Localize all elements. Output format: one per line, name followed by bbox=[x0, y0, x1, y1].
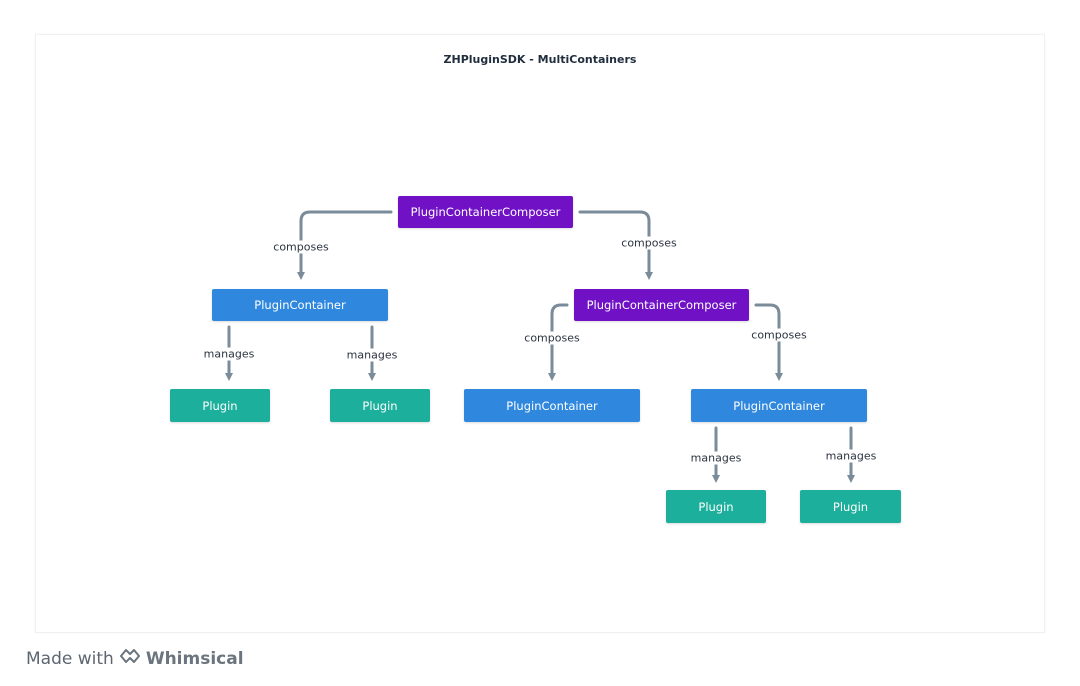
node-mid-container[interactable]: PluginContainer bbox=[464, 389, 640, 422]
node-plugin[interactable]: Plugin bbox=[800, 490, 901, 523]
whimsical-brand[interactable]: Whimsical bbox=[145, 648, 244, 669]
node-left-container[interactable]: PluginContainer bbox=[212, 289, 388, 321]
node-right-container[interactable]: PluginContainer bbox=[691, 389, 867, 422]
diagram-title: ZHPluginSDK - MultiContainers bbox=[443, 53, 637, 66]
footer: Made with Whimsical bbox=[26, 648, 244, 669]
node-plugin[interactable]: Plugin bbox=[330, 389, 430, 422]
edge-composes-3 bbox=[548, 303, 569, 381]
edge-label-composes: composes bbox=[618, 236, 680, 250]
edge-label-manages: manages bbox=[822, 449, 880, 463]
node-right-composer[interactable]: PluginContainerComposer bbox=[574, 289, 749, 321]
edge-composes-2 bbox=[578, 210, 653, 280]
node-plugin[interactable]: Plugin bbox=[170, 389, 270, 422]
whimsical-logo-icon bbox=[119, 648, 140, 669]
edge-composes-1 bbox=[297, 210, 393, 280]
edge-label-manages: manages bbox=[343, 348, 401, 362]
edge-label-composes: composes bbox=[270, 240, 332, 254]
made-with-label: Made with bbox=[26, 648, 114, 669]
edge-label-manages: manages bbox=[687, 451, 745, 465]
node-root-composer[interactable]: PluginContainerComposer bbox=[398, 196, 573, 228]
edge-label-manages: manages bbox=[200, 347, 258, 361]
edge-label-composes: composes bbox=[748, 328, 810, 342]
edge-label-composes: composes bbox=[521, 331, 583, 345]
edge-composes-4 bbox=[754, 303, 783, 381]
node-plugin[interactable]: Plugin bbox=[666, 490, 766, 523]
